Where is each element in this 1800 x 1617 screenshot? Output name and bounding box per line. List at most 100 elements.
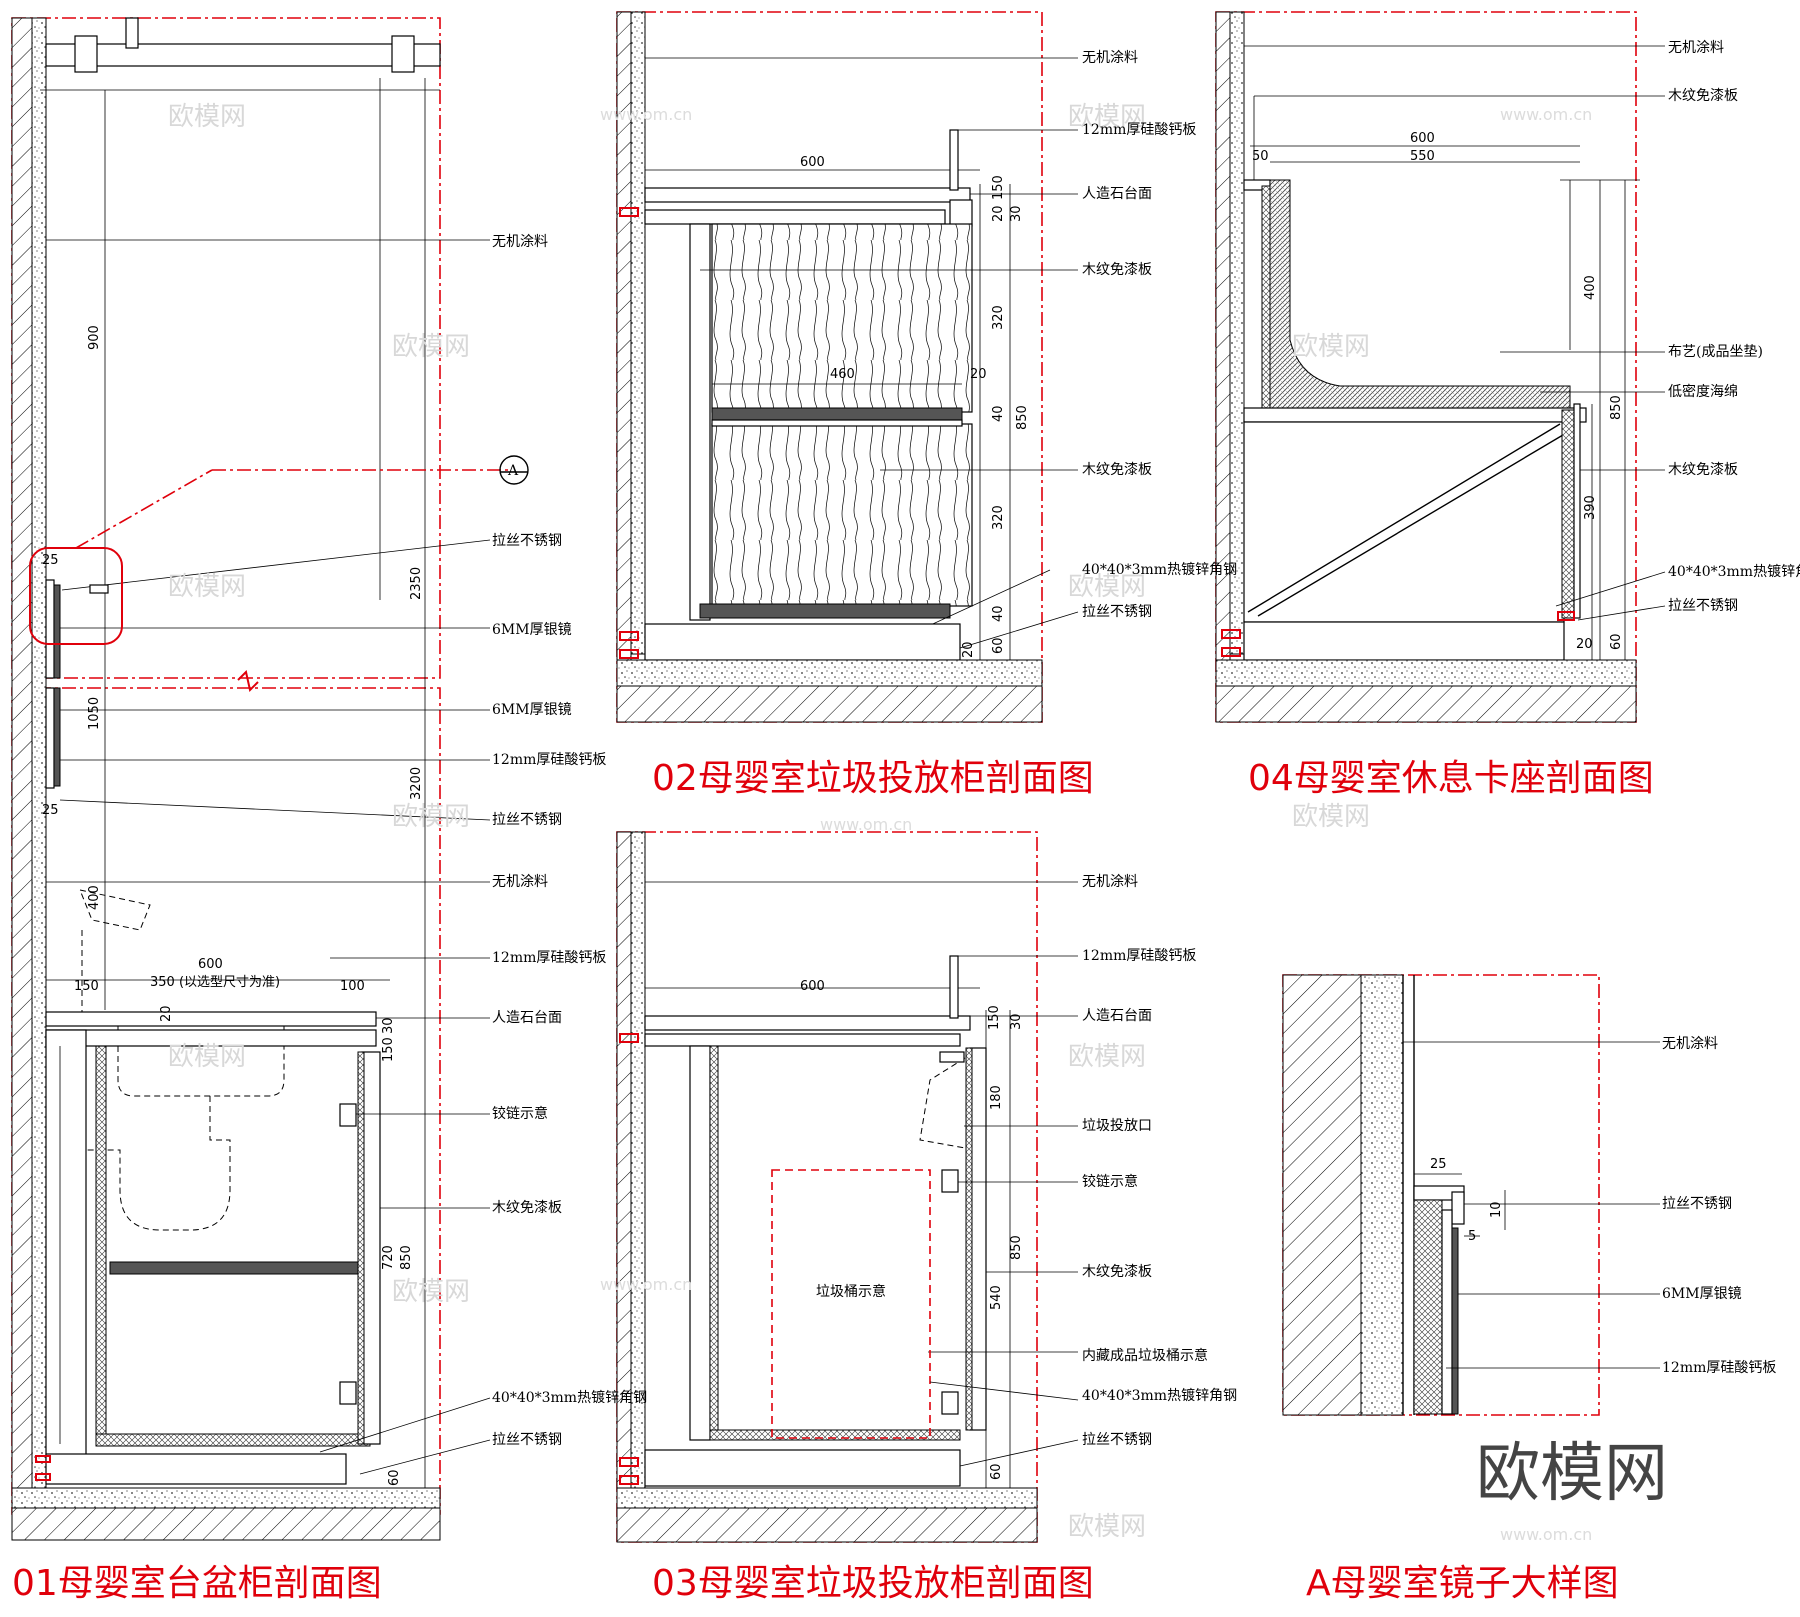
label: 铰链示意 bbox=[492, 1105, 548, 1122]
section-04-drawing bbox=[1215, 11, 1666, 723]
dimension: 600 bbox=[800, 979, 825, 994]
watermark-url: www.om.cn bbox=[820, 815, 912, 834]
title-section-01: 01母婴室台盆柜剖面图 bbox=[12, 1563, 382, 1604]
title-section-03: 03母婴室垃圾投放柜剖面图 bbox=[652, 1563, 1094, 1604]
dimension: 320 bbox=[991, 305, 1006, 330]
dimension: 60 bbox=[989, 1463, 1004, 1480]
label: 木纹免漆板 bbox=[1082, 462, 1152, 478]
watermark: 欧模网 bbox=[1068, 102, 1146, 132]
label: 拉丝不锈钢 bbox=[1668, 598, 1738, 614]
label: 无机涂料 bbox=[492, 874, 548, 890]
label: 木纹免漆板 bbox=[1082, 262, 1152, 278]
dimension: 20 bbox=[991, 205, 1006, 222]
dimension: 540 bbox=[989, 1285, 1004, 1310]
dimension: 600 bbox=[198, 957, 223, 972]
dimension: 60 bbox=[1609, 633, 1624, 650]
label: 人造石台面 bbox=[1082, 186, 1152, 202]
label: 6MM厚银镜 bbox=[1662, 1286, 1742, 1302]
label: 人造石台面 bbox=[1082, 1008, 1152, 1024]
label: 拉丝不锈钢 bbox=[1662, 1196, 1732, 1212]
dimension: 720 bbox=[381, 1245, 396, 1270]
dimension: 600 bbox=[1410, 131, 1435, 146]
dimension: 40 bbox=[991, 405, 1006, 422]
dimension: 150 bbox=[991, 175, 1006, 200]
dimension: 100 bbox=[340, 979, 365, 994]
label: 12mm厚硅酸钙板 bbox=[1662, 1360, 1776, 1376]
dimension: 150 bbox=[987, 1005, 1002, 1030]
watermark: 欧模网 bbox=[392, 332, 470, 362]
dimension: 10 bbox=[1489, 1201, 1504, 1218]
dimension: 350 (以选型尺寸为准) bbox=[150, 975, 280, 990]
dimension: 25 bbox=[1430, 1157, 1447, 1172]
label: 40*40*3mm热镀锌角钢 bbox=[1668, 563, 1800, 580]
label: 12mm厚硅酸钙板 bbox=[492, 950, 606, 966]
dimension: 850 bbox=[1609, 395, 1624, 420]
watermark: 欧模网 bbox=[1292, 802, 1370, 832]
label: 无机涂料 bbox=[1668, 40, 1724, 56]
dimension: 180 bbox=[989, 1085, 1004, 1110]
watermark: 欧模网 bbox=[1068, 1512, 1146, 1542]
dimension: 400 bbox=[87, 885, 102, 910]
dimension: 5 bbox=[1468, 1229, 1476, 1244]
dimension: 600 bbox=[800, 155, 825, 170]
label: 人造石台面 bbox=[492, 1010, 562, 1026]
dimension: 390 bbox=[1583, 495, 1598, 520]
dimension: 850 bbox=[1009, 1235, 1024, 1260]
watermark-url: www.om.cn bbox=[600, 1275, 692, 1294]
label: 无机涂料 bbox=[1082, 50, 1138, 66]
watermark: 欧模网 bbox=[392, 802, 470, 832]
section-03-drawing bbox=[616, 831, 1079, 1543]
label: 40*40*3mm热镀锌角钢 bbox=[1082, 1387, 1237, 1404]
label: 无机涂料 bbox=[1662, 1036, 1718, 1052]
label: 6MM厚银镜 bbox=[492, 702, 572, 718]
dimension: 900 bbox=[87, 325, 102, 350]
label: 12mm厚硅酸钙板 bbox=[1082, 122, 1196, 138]
label: 垃圾投放口 bbox=[1082, 1118, 1152, 1134]
dimension: 20 bbox=[970, 367, 987, 382]
dimension: 20 bbox=[159, 1005, 174, 1022]
label: 拉丝不锈钢 bbox=[492, 533, 562, 549]
dimension: 25 bbox=[42, 803, 59, 818]
dimension: 60 bbox=[387, 1469, 402, 1486]
label: 布艺(成品坐垫) bbox=[1668, 344, 1763, 360]
watermark: 欧模网 bbox=[1068, 572, 1146, 602]
watermark: 欧模网 bbox=[168, 102, 246, 132]
dimension: 550 bbox=[1410, 149, 1435, 164]
label: 无机涂料 bbox=[492, 234, 548, 250]
dimension: 850 bbox=[1015, 405, 1030, 430]
dimension: 400 bbox=[1583, 275, 1598, 300]
label: 铰链示意 bbox=[1082, 1173, 1138, 1190]
label: 12mm厚硅酸钙板 bbox=[1082, 948, 1196, 964]
dimension: 60 bbox=[991, 637, 1006, 654]
dimension: 460 bbox=[830, 367, 855, 382]
watermark-url: www.om.cn bbox=[600, 105, 692, 124]
dimension: 2350 bbox=[409, 567, 424, 600]
label: 6MM厚银镜 bbox=[492, 622, 572, 638]
dimension: 20 bbox=[1576, 637, 1593, 652]
dimension: 40 bbox=[991, 605, 1006, 622]
watermark: 欧模网 bbox=[1292, 332, 1370, 362]
section-02-drawing bbox=[616, 11, 1079, 723]
title-section-A: A母婴室镜子大样图 bbox=[1306, 1563, 1619, 1604]
label: 拉丝不锈钢 bbox=[492, 1432, 562, 1448]
label: 内藏成品垃圾桶示意 bbox=[1082, 1347, 1208, 1364]
brand-logo: 欧模网 bbox=[1476, 1437, 1668, 1511]
watermark-url: www.om.cn bbox=[1500, 1525, 1592, 1544]
dimension: 50 bbox=[1252, 149, 1269, 164]
dimension: 150 bbox=[74, 979, 99, 994]
label: 木纹免漆板 bbox=[1082, 1264, 1152, 1280]
label: 木纹免漆板 bbox=[492, 1200, 562, 1216]
label: 木纹免漆板 bbox=[1668, 462, 1738, 478]
callout-marker: A bbox=[507, 463, 519, 479]
title-section-02: 02母婴室垃圾投放柜剖面图 bbox=[652, 758, 1094, 799]
label: 40*40*3mm热镀锌角钢 bbox=[492, 1389, 647, 1406]
dimension: 20 bbox=[961, 641, 976, 658]
dimension: 150 bbox=[381, 1037, 396, 1062]
label: 无机涂料 bbox=[1082, 874, 1138, 890]
watermark: 欧模网 bbox=[168, 572, 246, 602]
label: 拉丝不锈钢 bbox=[1082, 1432, 1152, 1448]
dimension: 30 bbox=[1009, 205, 1024, 222]
